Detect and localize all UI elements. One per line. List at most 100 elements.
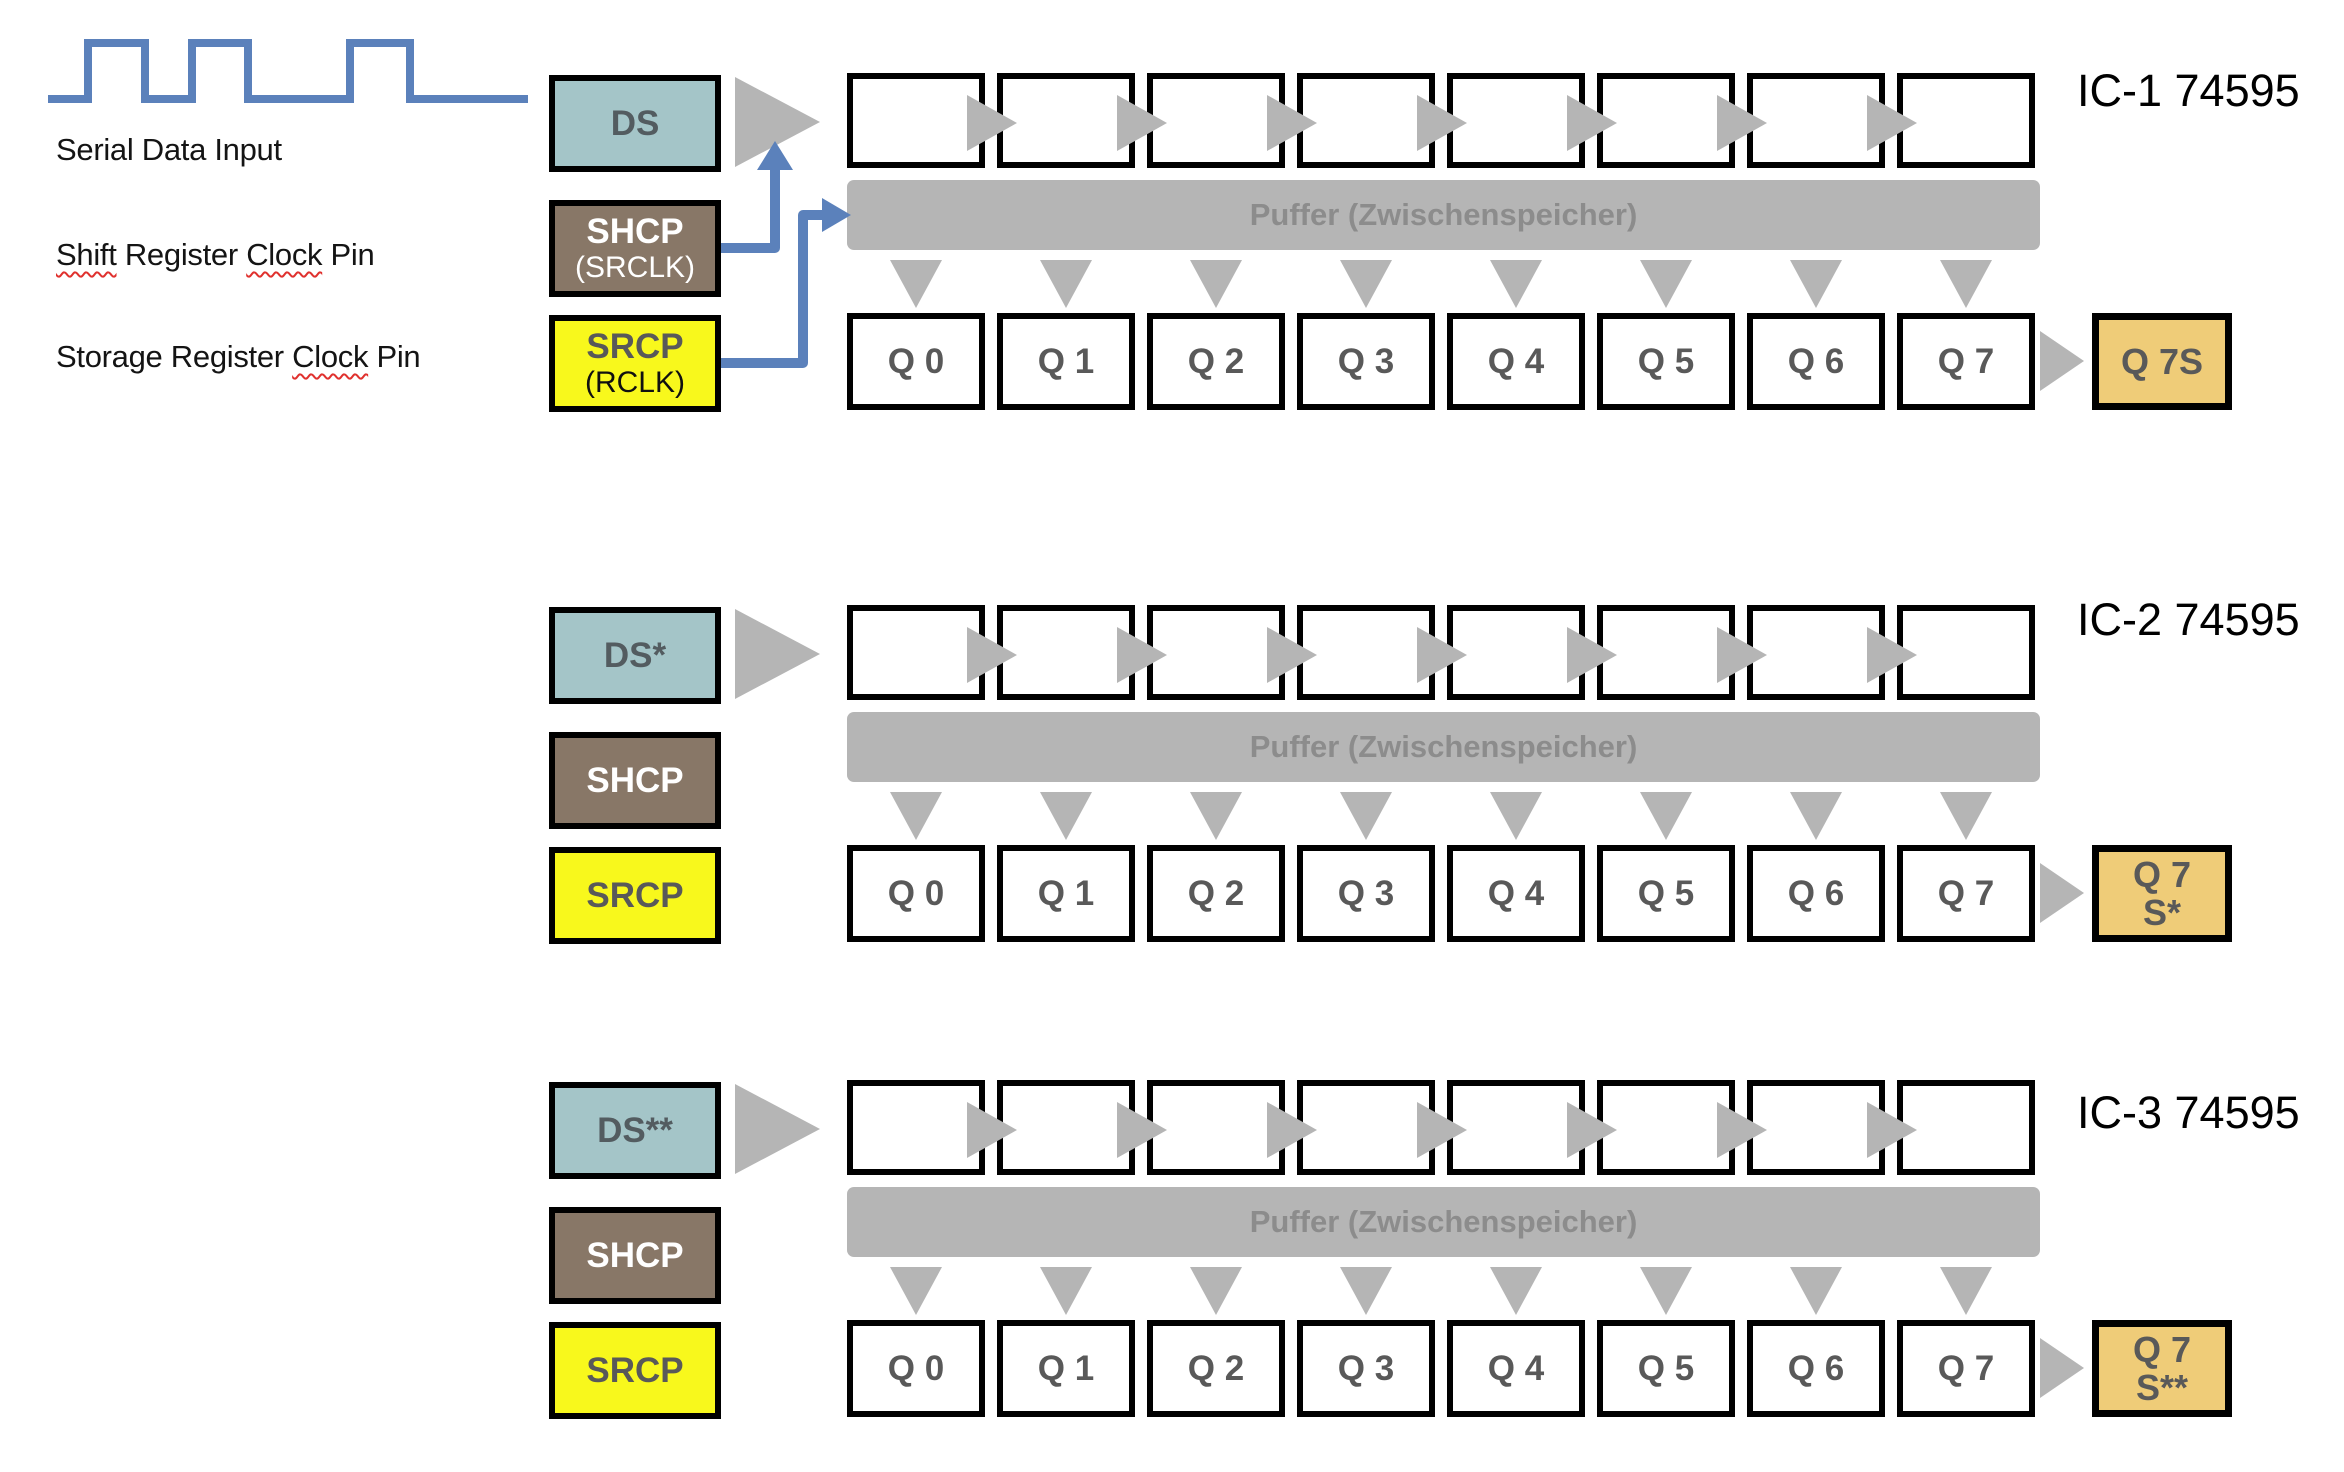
misspelled-word: Clock	[292, 339, 369, 374]
latch-arrow-icon	[890, 792, 942, 840]
shift-direction-icon	[1867, 95, 1917, 151]
pin-alt-label: (RCLK)	[584, 366, 685, 400]
output-cell-q5: Q 5	[1597, 1320, 1735, 1417]
buffer-bar: Puffer (Zwischenspeicher)	[847, 180, 2040, 250]
latch-arrow-icon	[1490, 260, 1542, 308]
shift-direction-icon	[1117, 627, 1167, 683]
shift-cell	[1297, 73, 1435, 168]
latch-arrow-icon	[890, 1267, 942, 1315]
latch-arrow-icon	[1040, 792, 1092, 840]
shift-cell	[1447, 1080, 1585, 1175]
buffer-label: Puffer (Zwischenspeicher)	[1249, 197, 1638, 232]
shift-direction-icon	[1267, 1102, 1317, 1158]
caption-line-3: Storage Register Clock Pin	[56, 339, 421, 374]
pin-label: SHCP	[586, 1235, 684, 1275]
serial-out-label: Q 7S	[2120, 340, 2204, 382]
shift-direction-icon	[1417, 627, 1467, 683]
latch-arrow-icon	[1790, 1267, 1842, 1315]
latch-arrow-icon	[1040, 260, 1092, 308]
shift-cell	[847, 1080, 985, 1175]
output-cell-q2: Q 2	[1147, 1320, 1285, 1417]
serial-out-arrow-icon	[2040, 863, 2084, 923]
shift-direction-icon	[1417, 95, 1467, 151]
output-cell-q1: Q 1	[997, 313, 1135, 410]
caption-text: Storage Register	[56, 339, 293, 374]
output-cell-q0: Q 0	[847, 313, 985, 410]
serial-out-label: S**	[2135, 1366, 2189, 1408]
shift-direction-icon	[1117, 95, 1167, 151]
output-cell-q2: Q 2	[1147, 845, 1285, 942]
pin-label: SHCP	[586, 212, 684, 252]
latch-arrow-icon	[1940, 792, 1992, 840]
latch-arrow-icon	[1490, 1267, 1542, 1315]
pin-shcp-box: SHCP	[549, 1207, 721, 1304]
serial-out-arrow-icon	[2040, 1338, 2084, 1398]
pin-srcp-box: SRCP	[549, 1322, 721, 1419]
output-cell-q6: Q 6	[1747, 313, 1885, 410]
pin-label: DS	[610, 103, 660, 143]
pin-shcp-box: SHCP	[549, 732, 721, 829]
shift-cell	[1897, 1080, 2035, 1175]
shift-direction-icon	[967, 95, 1017, 151]
latch-arrow-icon	[1640, 1267, 1692, 1315]
output-cell-q0: Q 0	[847, 1320, 985, 1417]
pin-ds-box: DS*	[549, 607, 721, 704]
caption-text: Pin	[368, 339, 421, 374]
shift-cell	[1747, 605, 1885, 700]
latch-arrow-icon	[1940, 1267, 1992, 1315]
shift-cell	[1297, 1080, 1435, 1175]
shift-direction-icon	[1567, 627, 1617, 683]
serial-out-label: Q 7	[2132, 853, 2192, 895]
pin-alt-label: (SRCLK)	[574, 251, 695, 285]
output-cell-q1: Q 1	[997, 845, 1135, 942]
latch-arrow-icon	[1340, 792, 1392, 840]
shift-direction-icon	[1267, 627, 1317, 683]
shift-cell	[1147, 1080, 1285, 1175]
shift-cell	[847, 605, 985, 700]
latch-arrow-icon	[1640, 792, 1692, 840]
pin-label: SRCP	[586, 327, 684, 367]
pin-label: SRCP	[586, 875, 684, 915]
ic-name-label: IC-3 74595	[2077, 1087, 2300, 1138]
caption-text: Pin	[322, 237, 375, 272]
shift-direction-icon	[1567, 95, 1617, 151]
shift-cell	[1447, 605, 1585, 700]
misspelled-word: Shift	[56, 237, 117, 272]
latch-arrow-icon	[890, 260, 942, 308]
latch-arrow-icon	[1640, 260, 1692, 308]
output-cell-q3: Q 3	[1297, 845, 1435, 942]
ic-section-3: IC-3 74595 DS** SHCP SRCP Puffer (Zwischensp…	[0, 1080, 2344, 1440]
pin-label: DS**	[597, 1110, 673, 1150]
shift-cell	[1897, 73, 2035, 168]
output-cell-q1: Q 1	[997, 1320, 1135, 1417]
shift-direction-icon	[967, 627, 1017, 683]
shift-cell	[1597, 73, 1735, 168]
caption-text: Register	[116, 237, 247, 272]
shift-cell	[997, 1080, 1135, 1175]
shift-direction-icon	[1867, 1102, 1917, 1158]
shift-direction-icon	[1417, 1102, 1467, 1158]
shift-direction-icon	[1717, 627, 1767, 683]
shift-cell	[1147, 73, 1285, 168]
output-cell-q4: Q 4	[1447, 313, 1585, 410]
shift-direction-icon	[1717, 1102, 1767, 1158]
shift-direction-icon	[1117, 1102, 1167, 1158]
pin-shcp-box: SHCP(SRCLK)	[549, 200, 721, 297]
buffer-label: Puffer (Zwischenspeicher)	[1249, 1204, 1638, 1239]
pin-srcp-box: SRCP	[549, 847, 721, 944]
serial-out-label: S*	[2142, 891, 2182, 933]
shift-clock-triangle-icon	[735, 609, 820, 699]
shift-direction-icon	[1867, 627, 1917, 683]
latch-arrow-icon	[1340, 260, 1392, 308]
output-cell-q0: Q 0	[847, 845, 985, 942]
pin-ds-box: DS	[549, 75, 721, 172]
output-cell-q6: Q 6	[1747, 1320, 1885, 1417]
caption-line-1: Serial Data Input	[56, 132, 282, 167]
caption-text: Serial Data Input	[56, 132, 282, 167]
shift-cell	[847, 73, 985, 168]
pin-ds-box: DS**	[549, 1082, 721, 1179]
latch-arrow-icon	[1190, 260, 1242, 308]
